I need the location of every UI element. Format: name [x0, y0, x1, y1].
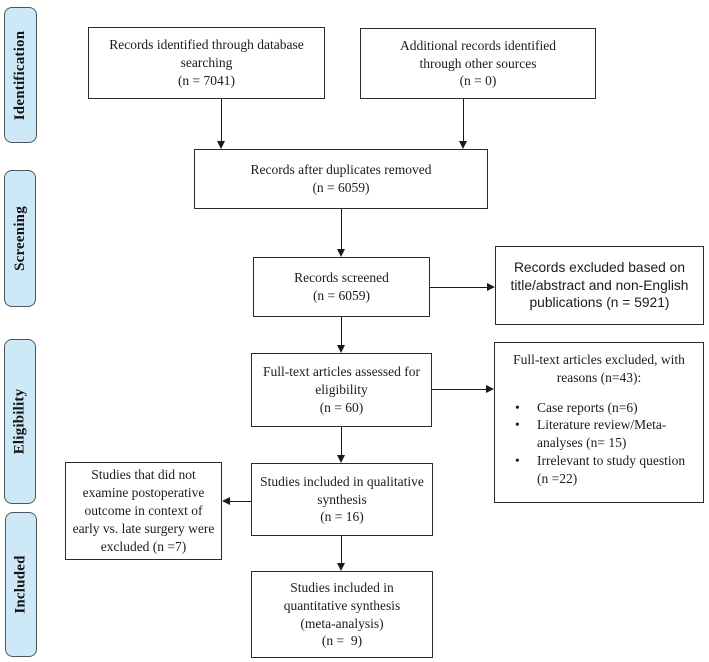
bullet-icon: •	[515, 417, 520, 433]
box-fulltext-excluded: Full-text articles excluded, with reason…	[494, 342, 704, 503]
exclusion-reason-text: Irrelevant to study question (n =22)	[537, 453, 689, 486]
box-other-sources-count: (n = 0)	[459, 73, 497, 89]
box-fulltext-assessed-count: (n = 60)	[319, 399, 364, 415]
box-quantitative-synthesis-subtext: (meta-analysis)	[300, 615, 384, 631]
box-database-search-count: (n = 7041)	[177, 72, 236, 88]
box-fulltext-assessed-text: Full-text articles assessed for eligibil…	[262, 364, 424, 398]
exclusion-reason-item: • Literature review/Meta-analyses (n= 15…	[515, 416, 697, 452]
box-duplicates-removed-text: Records after duplicates removed	[250, 162, 432, 178]
arrow-head-icon	[337, 455, 345, 463]
box-records-excluded: Records excluded based on title/abstract…	[495, 246, 704, 325]
box-quantitative-synthesis-text: Studies included in quantitative synthes…	[283, 579, 401, 613]
box-database-search: Records identified through database sear…	[88, 27, 325, 99]
arrow-head-icon	[217, 141, 225, 149]
arrow-line	[341, 427, 342, 455]
stage-identification-label: Identification	[12, 30, 28, 120]
stage-included: Included	[5, 512, 37, 657]
box-records-excluded-text: Records excluded based on title/abstract…	[510, 259, 693, 311]
arrow-head-icon	[337, 563, 345, 571]
stage-eligibility: Eligibility	[4, 339, 36, 504]
box-records-screened-count: (n = 6059)	[312, 288, 371, 303]
arrow-line	[463, 99, 464, 141]
stage-eligibility-label: Eligibility	[11, 388, 28, 455]
box-qualitative-excluded: Studies that did not examine postoperati…	[65, 462, 222, 560]
box-quantitative-synthesis-count: (n = 9)	[321, 633, 363, 649]
box-fulltext-assessed: Full-text articles assessed for eligibil…	[251, 353, 432, 427]
arrow-head-icon	[337, 249, 345, 257]
box-fulltext-excluded-header: Full-text articles excluded, with reason…	[513, 352, 689, 385]
box-qualitative-synthesis-count: (n = 16)	[320, 509, 364, 525]
box-quantitative-synthesis: Studies included in quantitative synthes…	[251, 571, 433, 658]
arrow-line	[432, 389, 486, 390]
arrow-line	[430, 287, 487, 288]
arrow-head-icon	[337, 345, 345, 353]
exclusion-reason-item: • Case reports (n=6)	[515, 399, 697, 417]
exclusion-reason-item: • Irrelevant to study question (n =22)	[515, 452, 697, 488]
stage-included-label: Included	[12, 555, 29, 614]
arrow-head-icon	[222, 497, 230, 505]
box-fulltext-excluded-reasons: • Case reports (n=6) • Literature review…	[501, 399, 697, 488]
arrow-line	[341, 317, 342, 345]
stage-screening: Screening	[4, 170, 36, 307]
bullet-icon: •	[515, 453, 520, 469]
bullet-icon: •	[515, 399, 520, 415]
box-duplicates-removed: Records after duplicates removed (n = 60…	[194, 149, 488, 209]
box-qualitative-synthesis: Studies included in qualitative synthesi…	[251, 463, 433, 536]
arrow-head-icon	[486, 385, 494, 393]
box-database-search-text: Records identified through database sear…	[109, 37, 308, 71]
arrow-line	[230, 501, 251, 502]
box-records-screened-text: Records screened	[294, 270, 389, 286]
arrow-line	[341, 209, 342, 249]
box-other-sources-text: Additional records identified through ot…	[400, 37, 560, 71]
box-duplicates-removed-count: (n = 6059)	[312, 180, 370, 195]
stage-identification: Identification	[4, 7, 37, 143]
arrow-head-icon	[487, 283, 495, 291]
box-qualitative-excluded-text: Studies that did not examine postoperati…	[72, 467, 218, 554]
arrow-line	[221, 99, 222, 141]
exclusion-reason-text: Literature review/Meta-analyses (n= 15)	[537, 417, 667, 451]
stage-screening-label: Screening	[11, 206, 28, 271]
arrow-line	[341, 536, 342, 563]
exclusion-reason-text: Case reports (n=6)	[537, 399, 638, 415]
box-records-screened: Records screened (n = 6059)	[253, 257, 430, 317]
arrow-head-icon	[459, 141, 467, 149]
box-qualitative-synthesis-text: Studies included in qualitative synthesi…	[260, 473, 428, 507]
box-other-sources: Additional records identified through ot…	[360, 28, 596, 99]
